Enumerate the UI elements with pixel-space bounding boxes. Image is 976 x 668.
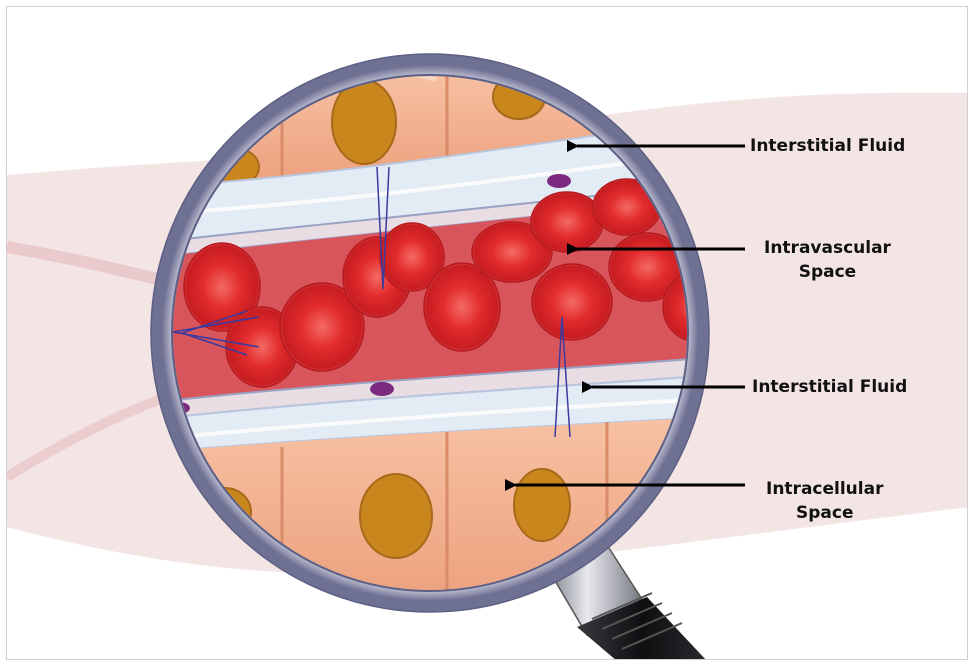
label-intracellular-space: Intracellular Space xyxy=(766,477,883,525)
label-interstitial-fluid-bottom: Interstitial Fluid xyxy=(752,375,907,399)
label-intravascular-space: Intravascular Space xyxy=(764,236,891,284)
diagram-frame: Interstitial Fluid Intravascular Space I… xyxy=(6,6,968,660)
illustration xyxy=(7,7,968,660)
label-interstitial-fluid-top: Interstitial Fluid xyxy=(750,134,905,158)
